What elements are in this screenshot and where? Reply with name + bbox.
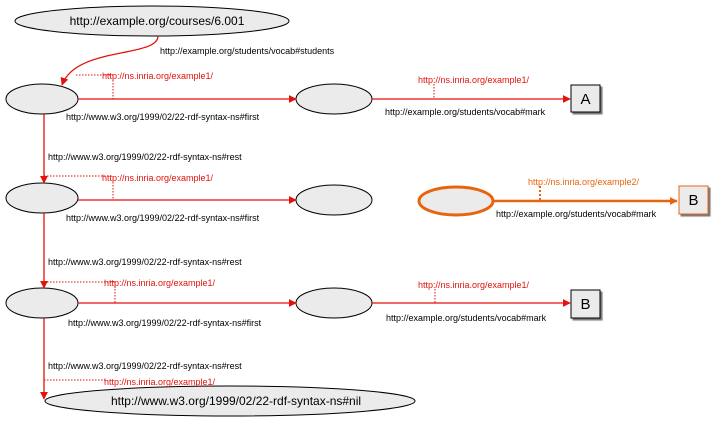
- literal-b-orange-label: B: [688, 192, 698, 209]
- nil-node[interactable]: [44, 385, 416, 417]
- student-node-3[interactable]: [295, 287, 373, 319]
- graph-label-orange[interactable]: http://ns.inria.org/example2/: [528, 177, 640, 187]
- graph-label-2[interactable]: http://ns.inria.org/example1/: [418, 75, 530, 85]
- graph-label-4[interactable]: http://ns.inria.org/example1/: [104, 278, 216, 288]
- student-node-1[interactable]: [295, 83, 373, 115]
- edge-first-2-label: http://www.w3.org/1999/02/22-rdf-syntax-…: [66, 213, 260, 223]
- literal-a-label: A: [580, 91, 590, 108]
- edge-rest-1-label: http://www.w3.org/1999/02/22-rdf-syntax-…: [48, 152, 242, 162]
- edge-mark-orange-label: http://example.org/students/vocab#mark: [496, 209, 657, 219]
- literal-a-box[interactable]: [570, 84, 601, 113]
- graph-connector-1: [76, 74, 114, 99]
- edge-mark-1-label: http://example.org/students/vocab#mark: [385, 107, 546, 117]
- edge-first-3-label: http://www.w3.org/1999/02/22-rdf-syntax-…: [68, 318, 262, 328]
- graph-label-5[interactable]: http://ns.inria.org/example1/: [418, 280, 530, 290]
- edge-mark-3-label: http://example.org/students/vocab#mark: [386, 313, 547, 323]
- edge-rest-2-label: http://www.w3.org/1999/02/22-rdf-syntax-…: [48, 257, 242, 267]
- blank-node-3[interactable]: [5, 287, 79, 319]
- student-node-orange[interactable]: [417, 185, 495, 217]
- edge-rest-3-label: http://www.w3.org/1999/02/22-rdf-syntax-…: [48, 361, 242, 371]
- literal-b-box[interactable]: [570, 289, 601, 319]
- edge-students[interactable]: [60, 35, 159, 86]
- literal-b-orange-box[interactable]: [678, 185, 709, 215]
- graph-connector-3: [44, 175, 114, 200]
- graph-label-6[interactable]: http://ns.inria.org/example1/: [104, 377, 216, 387]
- blank-node-2[interactable]: [5, 182, 79, 214]
- graph-connector-4: [44, 281, 116, 303]
- graph-label-1[interactable]: http://ns.inria.org/example1/: [102, 71, 214, 81]
- course-node[interactable]: [14, 5, 290, 37]
- course-node-label: http://example.org/courses/6.001: [70, 14, 245, 28]
- nil-node-label: http://www.w3.org/1999/02/22-rdf-syntax-…: [111, 394, 361, 408]
- student-node-2[interactable]: [295, 184, 373, 216]
- edge-first-1-label: http://www.w3.org/1999/02/22-rdf-syntax-…: [66, 112, 260, 122]
- literal-b-label: B: [580, 296, 590, 313]
- graph-label-3[interactable]: http://ns.inria.org/example1/: [102, 173, 214, 183]
- edge-students-label: http://example.org/students/vocab#studen…: [160, 46, 335, 56]
- blank-node-1[interactable]: [5, 83, 79, 115]
